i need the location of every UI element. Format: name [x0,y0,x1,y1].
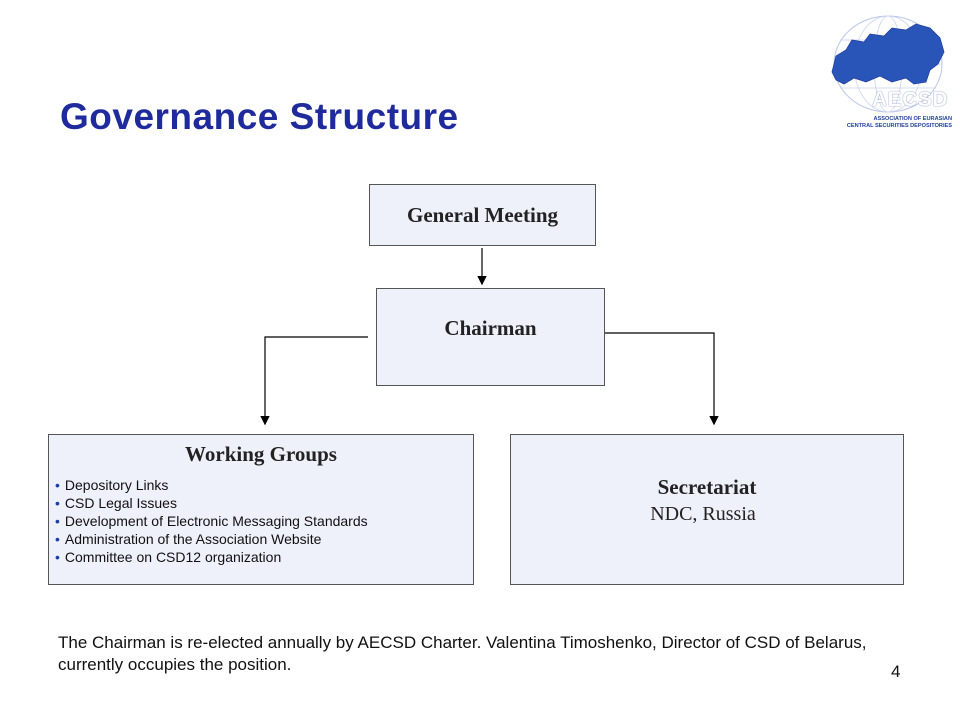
list-item: •Depository Links [55,476,473,494]
working-groups-box: Working Groups •Depository Links •CSD Le… [48,434,474,585]
working-groups-title: Working Groups [185,442,337,466]
list-item: •Development of Electronic Messaging Sta… [55,512,473,530]
list-item: •Administration of the Association Websi… [55,530,473,548]
bullet-icon: • [55,549,60,565]
list-item-text: Depository Links [64,477,169,493]
list-item-text: Administration of the Association Websit… [64,531,322,547]
bullet-icon: • [55,495,60,511]
secretariat-box: Secretariat NDC, Russia [510,434,904,585]
chairman-box: Chairman [376,288,605,386]
logo-subtitle: ASSOCIATION OF EURASIAN CENTRAL SECURITI… [834,116,952,129]
bullet-icon: • [55,477,60,493]
slide-title: Governance Structure [60,96,459,137]
arrow-chairman-to-working-groups [260,336,368,426]
page-number: 4 [891,662,901,681]
bullet-icon: • [55,513,60,529]
logo-subtitle-line2: CENTRAL SECURITIES DEPOSITORIES [846,122,952,129]
list-item-text: CSD Legal Issues [64,495,177,511]
bullet-icon: • [55,531,60,547]
secretariat-subtitle: NDC, Russia [650,503,756,525]
secretariat-title: Secretariat [657,475,757,499]
logo-acronym: AECSD [872,88,949,111]
working-groups-list: •Depository Links •CSD Legal Issues •Dev… [49,476,473,566]
list-item: •Committee on CSD12 organization [55,548,473,566]
logo-subtitle-line1: ASSOCIATION OF EURASIAN [873,116,952,122]
list-item-text: Committee on CSD12 organization [64,549,282,565]
eurasia-map-icon [831,23,945,85]
list-item: •CSD Legal Issues [55,494,473,512]
list-item-text: Development of Electronic Messaging Stan… [64,513,368,529]
aecsd-logo [831,15,945,113]
chairman-label: Chairman [444,316,537,340]
general-meeting-label: General Meeting [406,203,559,227]
general-meeting-box: General Meeting [369,184,596,246]
arrow-chairman-to-secretariat [600,332,719,426]
footnote: The Chairman is re-elected annually by A… [58,633,867,674]
